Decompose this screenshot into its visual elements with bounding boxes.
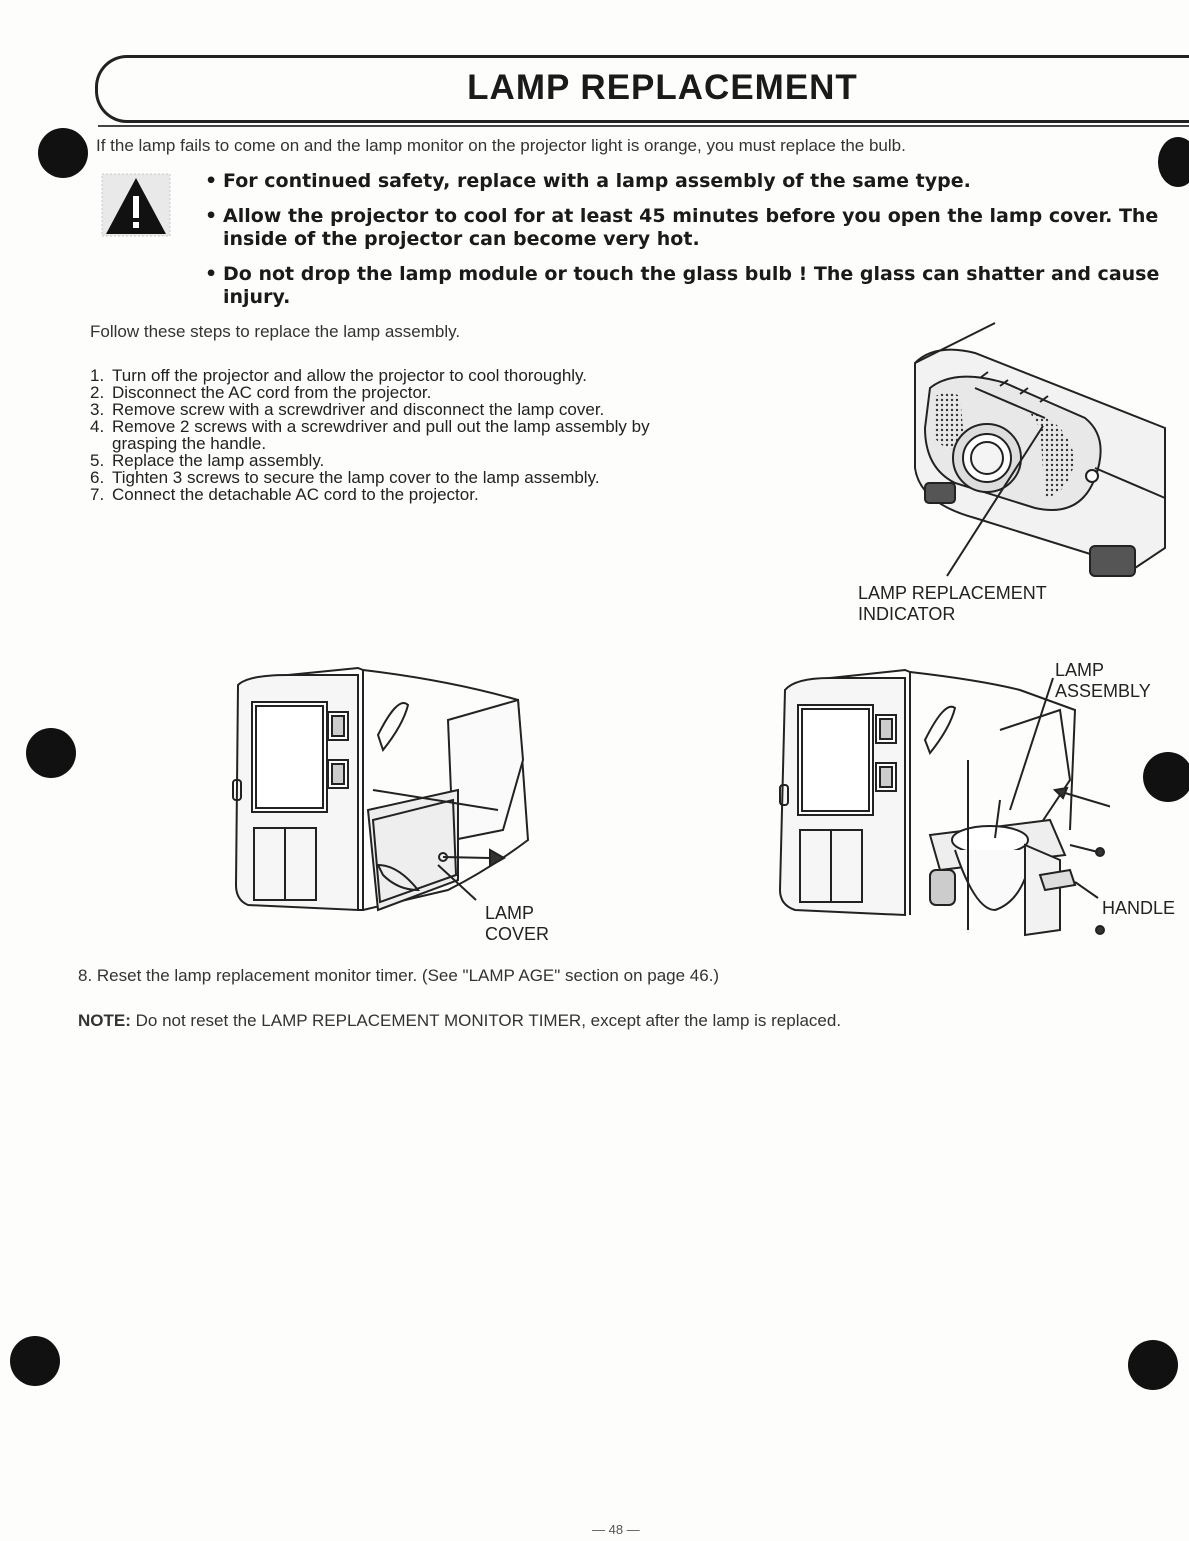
warning-item: For continued safety, replace with a lam… — [205, 170, 1180, 193]
page-number: — 48 — — [592, 1522, 640, 1537]
warning-list: For continued safety, replace with a lam… — [205, 170, 1180, 321]
handle-label: HANDLE — [1102, 898, 1176, 918]
binder-hole-icon — [38, 128, 88, 178]
binder-hole-icon — [1143, 752, 1189, 802]
page-title: LAMP REPLACEMENT — [467, 68, 858, 107]
warning-item: Allow the projector to cool for at least… — [205, 205, 1180, 251]
binder-hole-icon — [10, 1336, 60, 1386]
step-8-text: 8. Reset the lamp replacement monitor ti… — [78, 966, 720, 985]
step-list: 1.Turn off the projector and allow the p… — [90, 367, 850, 503]
step-item: 3.Remove screw with a screwdriver and di… — [90, 400, 605, 419]
lamp-assembly-label: LAMP ASSEMBLY — [1055, 660, 1151, 701]
projector-front-illustration — [914, 322, 1166, 577]
follow-text: Follow these steps to replace the lamp a… — [90, 322, 461, 341]
step-item: 7.Connect the detachable AC cord to the … — [90, 485, 479, 504]
lamp-cover-label: LAMP COVER — [485, 903, 550, 944]
step-item: 1.Turn off the projector and allow the p… — [90, 366, 588, 385]
step-item: 5.Replace the lamp assembly. — [90, 451, 325, 470]
step-item: 4.Remove 2 screws with a screwdriver and… — [90, 417, 650, 453]
warning-item: Do not drop the lamp module or touch the… — [205, 263, 1180, 309]
step-item: 2.Disconnect the AC cord from the projec… — [90, 383, 432, 402]
indicator-label: LAMP REPLACEMENT INDICATOR — [858, 583, 1047, 624]
warning-triangle-icon — [101, 173, 171, 237]
step-item: 6.Tighten 3 screws to secure the lamp co… — [90, 468, 600, 487]
lamp-assembly-illustration — [778, 668, 1110, 937]
note-text: NOTE: Do not reset the LAMP REPLACEMENT … — [78, 1011, 842, 1030]
lamp-cover-illustration — [232, 666, 530, 912]
binder-hole-icon — [1128, 1340, 1178, 1390]
intro-text: If the lamp fails to come on and the lam… — [96, 136, 906, 155]
title-frame — [95, 55, 1189, 127]
binder-hole-icon — [26, 728, 76, 778]
